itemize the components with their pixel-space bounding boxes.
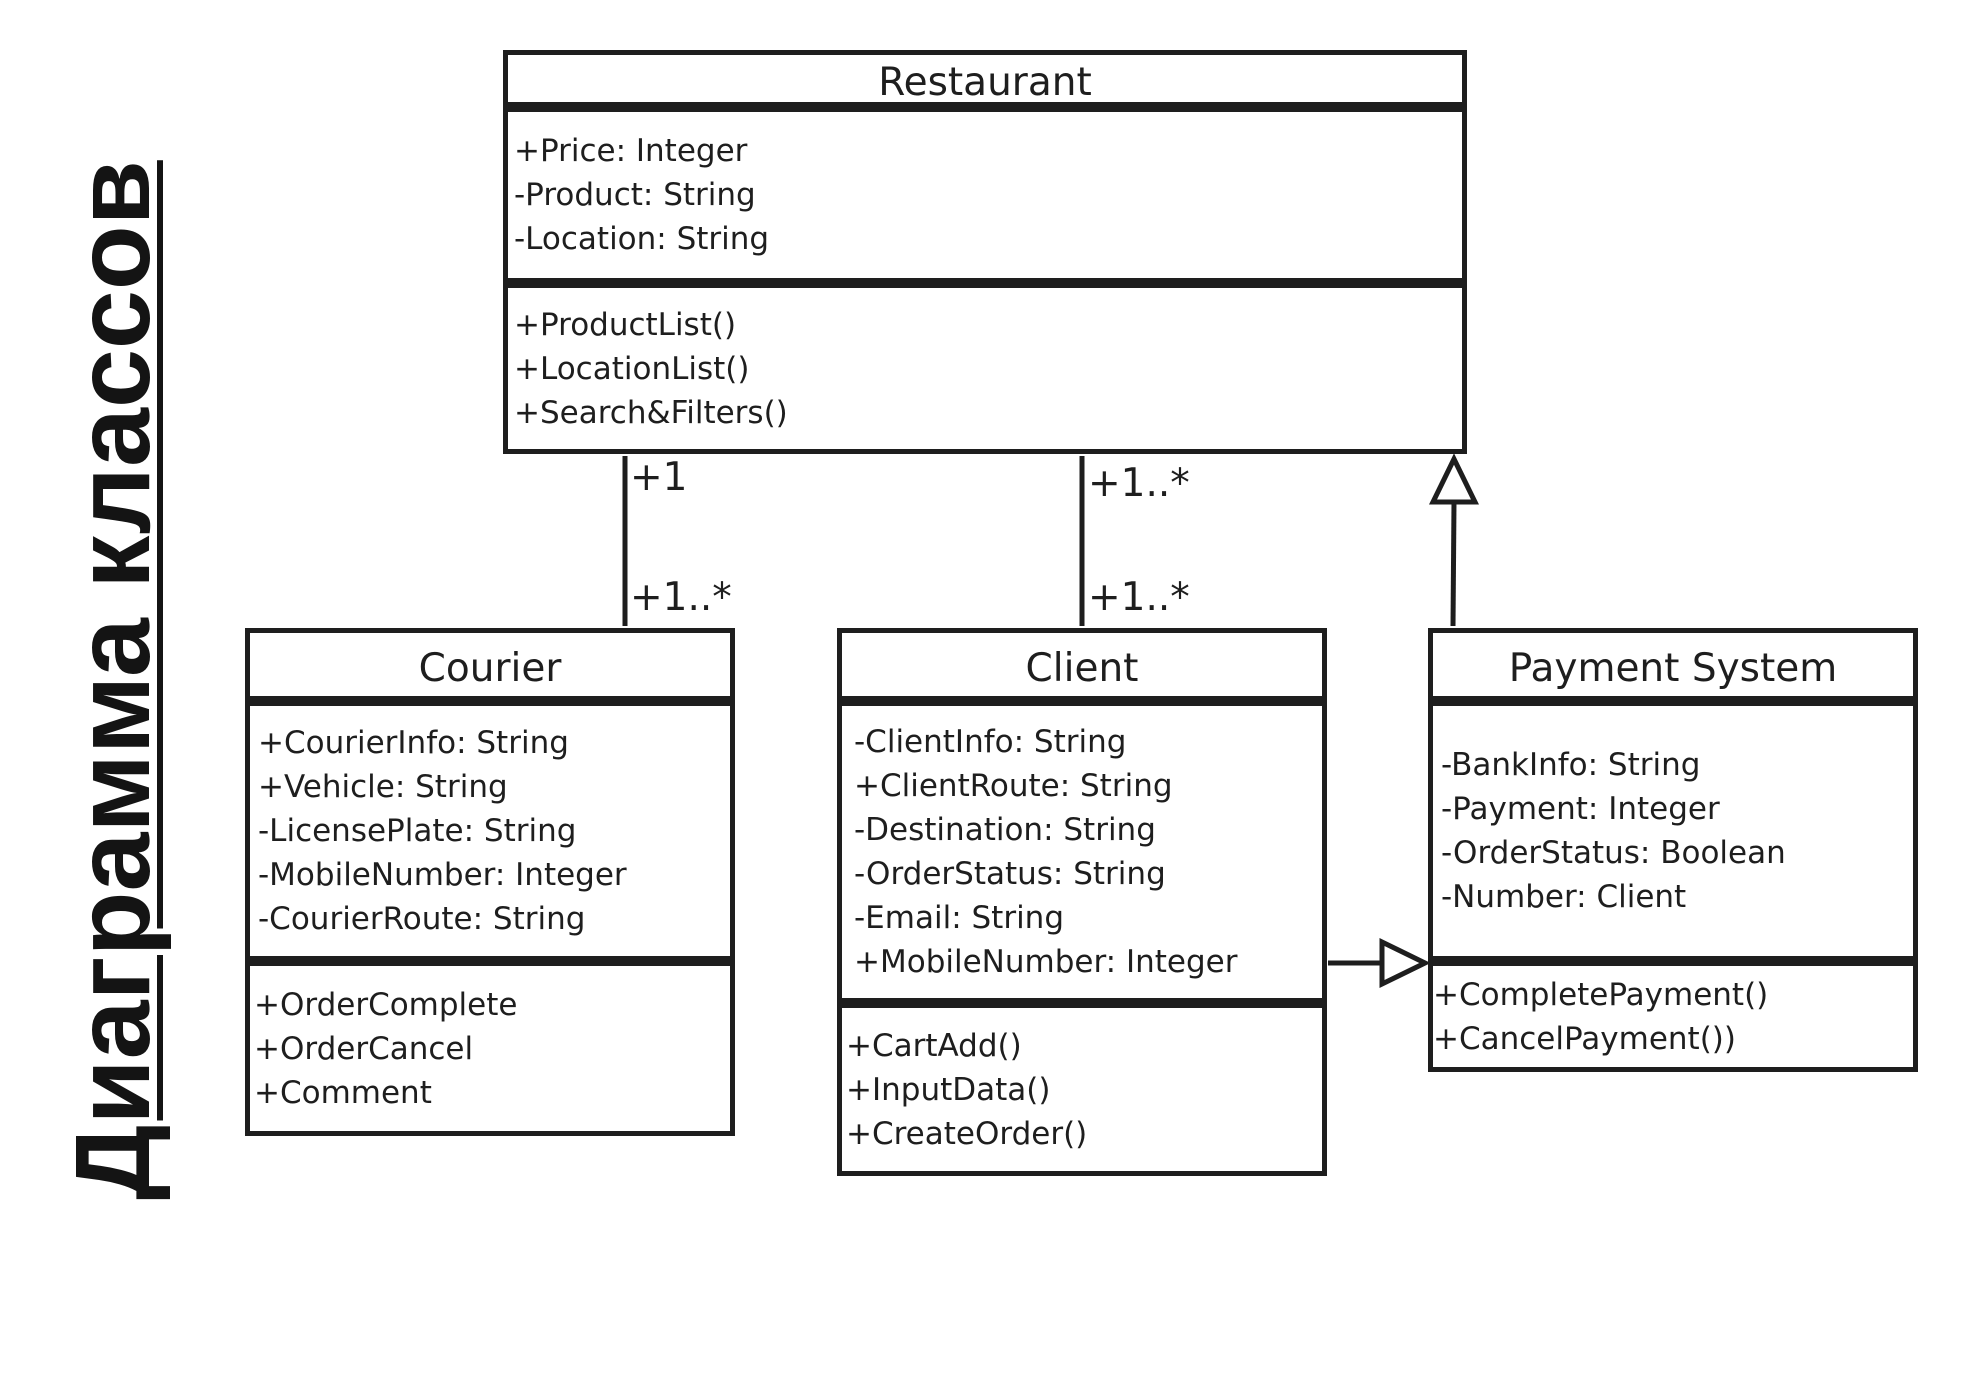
attribute: -Location: String <box>514 221 770 257</box>
class-name: Restaurant <box>508 55 1462 112</box>
class-methods: +CartAdd() +InputData() +CreateOrder() <box>842 1008 1322 1171</box>
multiplicity-restaurant-client-bottom: +1..* <box>1088 575 1190 620</box>
attribute: -ClientInfo: String <box>854 724 1127 760</box>
attribute: -CourierRoute: String <box>258 901 586 937</box>
method: +Search&Filters() <box>514 394 788 431</box>
class-name: Courier <box>250 633 730 706</box>
generalization-arrowhead-restaurant <box>1428 453 1480 505</box>
attribute: -OrderStatus: String <box>854 856 1166 892</box>
attribute: -MobileNumber: Integer <box>258 857 627 893</box>
attribute: +CourierInfo: String <box>258 725 569 761</box>
attribute: -Product: String <box>514 177 756 213</box>
class-attributes: -ClientInfo: String +ClientRoute: String… <box>842 706 1322 1008</box>
class-client: Client -ClientInfo: String +ClientRoute:… <box>837 628 1327 1176</box>
attribute: -Payment: Integer <box>1441 791 1720 827</box>
class-name: Payment System <box>1433 633 1913 706</box>
attribute: -LicensePlate: String <box>258 813 577 849</box>
method: +Comment <box>254 1074 432 1111</box>
method: +OrderComplete <box>254 986 518 1023</box>
class-name: Client <box>842 633 1322 706</box>
class-methods: +OrderComplete +OrderCancel +Comment <box>250 966 730 1131</box>
method: +ProductList() <box>514 306 737 343</box>
class-attributes: -BankInfo: String -Payment: Integer -Ord… <box>1433 706 1913 966</box>
generalization-line-payment-restaurant <box>1450 501 1457 627</box>
class-methods: +CompletePayment() +CancelPayment()) <box>1433 966 1913 1067</box>
attribute: +MobileNumber: Integer <box>854 944 1238 980</box>
attribute: -OrderStatus: Boolean <box>1441 835 1786 871</box>
method: +CartAdd() <box>846 1027 1022 1064</box>
method: +CompletePayment() <box>1433 976 1769 1013</box>
attribute: -Destination: String <box>854 812 1156 848</box>
attribute: +Vehicle: String <box>258 769 508 805</box>
class-restaurant: Restaurant +Price: Integer -Product: Str… <box>503 50 1467 454</box>
attribute: -Email: String <box>854 900 1065 936</box>
multiplicity-restaurant-courier-bottom: +1..* <box>630 575 732 620</box>
class-payment-system: Payment System -BankInfo: String -Paymen… <box>1428 628 1918 1072</box>
method: +CancelPayment()) <box>1433 1020 1736 1057</box>
class-courier: Courier +CourierInfo: String +Vehicle: S… <box>245 628 735 1136</box>
attribute: +Price: Integer <box>514 133 748 169</box>
method: +OrderCancel <box>254 1030 474 1067</box>
class-methods: +ProductList() +LocationList() +Search&F… <box>508 288 1462 449</box>
method: +LocationList() <box>514 350 750 387</box>
method: +CreateOrder() <box>846 1115 1088 1152</box>
multiplicity-restaurant-courier-top: +1 <box>630 455 688 500</box>
multiplicity-restaurant-client-top: +1..* <box>1088 461 1190 506</box>
generalization-arrowhead-payment <box>1379 937 1431 989</box>
attribute: +ClientRoute: String <box>854 768 1173 804</box>
attribute: -Number: Client <box>1441 879 1687 915</box>
method: +InputData() <box>846 1071 1051 1108</box>
attribute: -BankInfo: String <box>1441 747 1701 783</box>
class-attributes: +CourierInfo: String +Vehicle: String -L… <box>250 706 730 966</box>
class-attributes: +Price: Integer -Product: String -Locati… <box>508 112 1462 288</box>
